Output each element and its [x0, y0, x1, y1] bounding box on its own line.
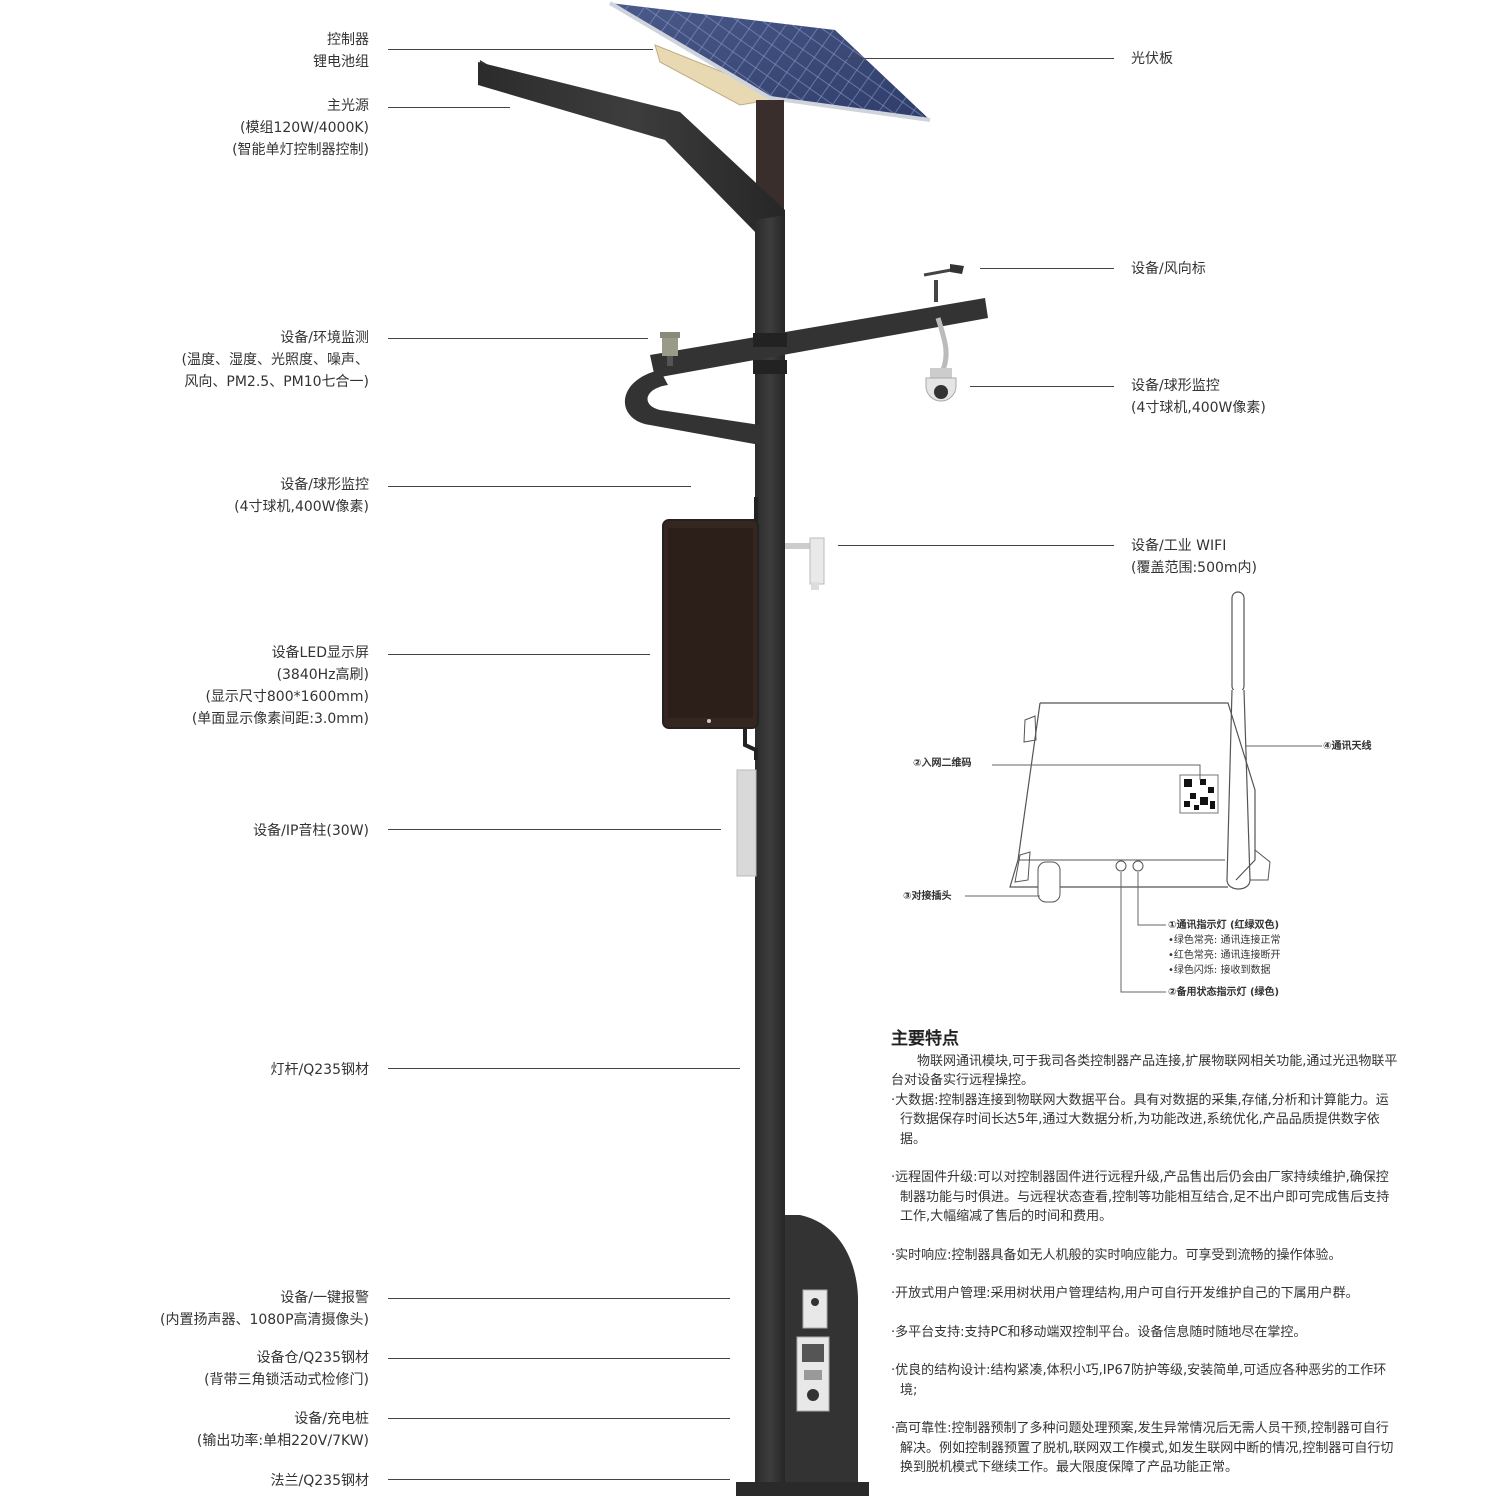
leader-line: [388, 654, 650, 655]
solar-panel: [608, 1, 931, 122]
feature-item: ·多平台支持:支持PC和移动端双控制平台。设备信息随时随地尽在掌控。: [891, 1324, 1307, 1340]
callout-text: 法兰/Q235钢材: [270, 1473, 369, 1489]
base-cabinet: [736, 1215, 869, 1496]
wifi-unit: [785, 537, 825, 590]
callout-text: (智能单灯控制器控制): [232, 142, 369, 158]
leader-line: [388, 486, 691, 487]
led-display: [662, 497, 759, 760]
features-title: 主要特点: [891, 1029, 959, 1049]
callout-text: (背带三角锁活动式检修门): [204, 1372, 369, 1388]
lamp-arm: [478, 60, 785, 240]
callout-text: (单面显示像素间距:3.0mm): [191, 711, 369, 727]
callout-text: (输出功率:单相220V/7KW): [196, 1433, 369, 1449]
callout-controller: 控制器 锂电池组: [313, 29, 369, 73]
callout-text: 设备/IP音柱(30W): [253, 823, 369, 839]
label-indicator-item: •红色常亮: 通讯连接断开: [1168, 950, 1281, 961]
features-intro: 物联网通讯模块,可于我司各类控制器产品连接,扩展物联网相关功能,通过光迅物联平台…: [891, 1053, 1398, 1089]
callout-text: 控制器: [327, 32, 369, 48]
label-plug: ③对接插头: [903, 891, 952, 902]
feature-item: ·高可靠性:控制器预制了多种问题处理预案,发生异常情况后无需人员干预,控制器可自…: [891, 1421, 1394, 1475]
leader-line: [388, 1358, 730, 1359]
feature-item: ·优良的结构设计:结构紧凑,体积小巧,IP67防护等级,安装简单,可适应各种恶劣…: [891, 1363, 1387, 1398]
label-antenna: ④通讯天线: [1323, 741, 1372, 752]
callout-camera-left: 设备/球形监控 (4寸球机,400W像素): [234, 474, 369, 518]
ip-speaker: [736, 769, 757, 877]
callout-wind: 设备/风向标: [1131, 258, 1206, 280]
leader-line: [838, 545, 1114, 546]
leader-line: [845, 58, 1114, 59]
leader-line: [388, 829, 721, 830]
dome-camera: [925, 317, 957, 402]
callout-text: 光伏板: [1131, 51, 1173, 67]
callout-text: (显示尺寸800*1600mm): [205, 689, 369, 705]
callout-text: 设备/球形监控: [1131, 378, 1220, 394]
callout-text: 灯杆/Q235钢材: [270, 1062, 369, 1078]
callout-text: 设备/风向标: [1131, 261, 1206, 277]
callout-wifi: 设备/工业 WIFI (覆盖范围:500m内): [1131, 535, 1257, 579]
callout-text: (3840Hz高刷): [276, 667, 369, 683]
callout-text: 设备/工业 WIFI: [1131, 538, 1227, 554]
leader-line: [388, 1418, 730, 1419]
feature-item: ·开放式用户管理:采用树状用户管理结构,用户可自行开发维护自己的下属用户群。: [891, 1286, 1359, 1301]
callout-text: 设备/一键报警: [280, 1290, 369, 1306]
callout-pv: 光伏板: [1131, 48, 1173, 70]
callout-text: 主光源: [327, 98, 369, 114]
callout-text: 设备仓/Q235钢材: [256, 1350, 369, 1366]
callout-alarm: 设备/一键报警 (内置扬声器、1080P高清摄像头): [160, 1287, 369, 1331]
label-standby: ②备用状态指示灯 (绿色): [1168, 987, 1280, 998]
callout-text: 设备/球形监控: [280, 477, 369, 493]
leader-line: [388, 49, 653, 50]
callout-env: 设备/环境监测 (温度、湿度、光照度、噪声、 风向、PM2.5、PM10七合一): [182, 327, 369, 393]
callout-text: (覆盖范围:500m内): [1131, 560, 1257, 576]
callout-pole: 灯杆/Q235钢材: [271, 1059, 369, 1081]
callout-camera-right: 设备/球形监控 (4寸球机,400W像素): [1131, 375, 1266, 419]
callout-led: 设备LED显示屏 (3840Hz高刷) (显示尺寸800*1600mm) (单面…: [192, 642, 369, 730]
callout-text: (温度、湿度、光照度、噪声、: [181, 352, 369, 368]
feature-item: ·实时响应:控制器具备如无人机般的实时响应能力。可享受到流畅的操作体验。: [891, 1247, 1342, 1263]
callout-text: (4寸球机,400W像素): [234, 499, 369, 515]
label-qr: ②入网二维码: [913, 758, 972, 769]
leader-line: [388, 107, 510, 108]
label-indicator-title: ①通讯指示灯 (红绿双色): [1168, 920, 1280, 931]
main-pole: [755, 215, 785, 1215]
feature-item: ·大数据:控制器连接到物联网大数据平台。具有对数据的采集,存储,分析和计算能力。…: [891, 1092, 1389, 1147]
iot-module-diagram: [965, 591, 1322, 993]
leader-line: [388, 1298, 730, 1299]
callout-text: (内置扬声器、1080P高清摄像头): [160, 1312, 369, 1328]
leader-line: [388, 1068, 740, 1069]
callout-text: 设备/充电桩: [294, 1411, 369, 1427]
features-section: 主要特点 物联网通讯模块,可于我司各类控制器产品连接,扩展物联网相关功能,通过光…: [891, 1029, 1401, 1478]
leader-line: [388, 338, 648, 339]
wind-vane: [923, 264, 964, 302]
callout-light: 主光源 (模组120W/4000K) (智能单灯控制器控制): [232, 95, 369, 161]
callout-cabin: 设备仓/Q235钢材 (背带三角锁活动式检修门): [204, 1347, 369, 1391]
callout-text: 锂电池组: [313, 54, 369, 70]
feature-item: ·远程固件升级:可以对控制器固件进行远程升级,产品售出后仍会由厂家持续维护,确保…: [891, 1170, 1390, 1224]
callout-charger: 设备/充电桩 (输出功率:单相220V/7KW): [197, 1408, 369, 1452]
callout-text: 风向、PM2.5、PM10七合一): [184, 374, 369, 390]
leader-line: [970, 386, 1114, 387]
callout-speaker: 设备/IP音柱(30W): [253, 820, 369, 842]
leader-line: [980, 268, 1114, 269]
cross-arm: [624, 298, 988, 445]
callout-flange: 法兰/Q235钢材: [271, 1470, 369, 1492]
callout-text: (4寸球机,400W像素): [1131, 400, 1266, 416]
label-indicator-item: •绿色常亮: 通讯连接正常: [1168, 935, 1281, 946]
callout-text: (模组120W/4000K): [239, 120, 369, 136]
env-sensor: [660, 332, 680, 366]
label-indicator-item: •绿色闪烁: 接收到数据: [1168, 965, 1271, 976]
callout-text: 设备LED显示屏: [271, 645, 369, 661]
callout-text: 设备/环境监测: [280, 330, 369, 346]
leader-line: [388, 1479, 730, 1480]
